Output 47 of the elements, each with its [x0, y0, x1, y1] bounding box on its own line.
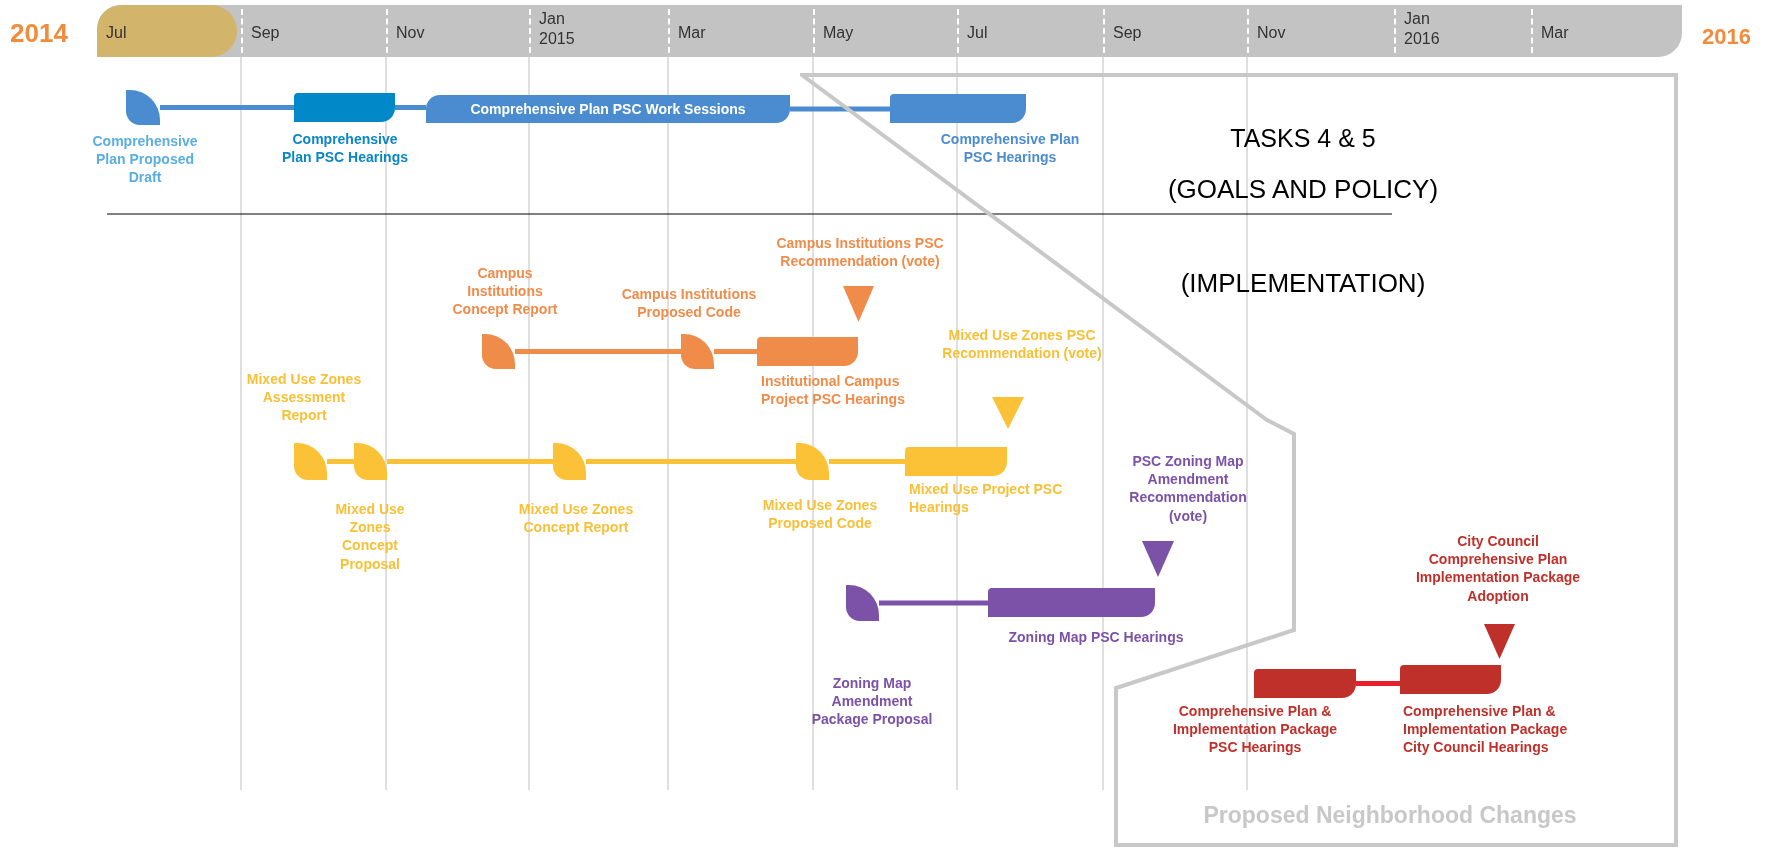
month-label: Jul	[106, 23, 128, 43]
connector-line	[829, 459, 905, 464]
milestone-label: City Council Comprehensive Plan Implementation Package Adoption	[1414, 532, 1582, 605]
milestone-label: Zoning Map PSC Hearings	[1007, 628, 1185, 647]
month-label: Jan 2015	[539, 9, 576, 49]
month-label: Mar	[1541, 23, 1570, 43]
connector-line	[1356, 681, 1400, 686]
month-label: May	[823, 23, 855, 43]
year-label: 2014	[10, 17, 69, 50]
year-label: 2016	[1702, 23, 1752, 51]
milestone-label: Mixed Use Zones Proposed Code	[761, 496, 879, 533]
milestone-label: Mixed Use Zones Concept Report	[517, 500, 635, 537]
connector-line	[515, 349, 681, 354]
milestone-label: Campus Institutions PSC Recommendation (vote)	[775, 234, 945, 271]
milestone-label: Mixed Use Zones Assessment Report	[245, 370, 363, 425]
milestone-label: Comprehensive Plan PSC Hearings	[939, 130, 1081, 167]
milestone-label: Comprehensive Plan & Implementation Package City Council Hearings	[1403, 702, 1569, 757]
milestone-label: Institutional Campus Project PSC Hearings	[761, 372, 906, 409]
bar-label: Comprehensive Plan PSC Work Sessions	[470, 99, 746, 119]
month-label: Jul	[967, 23, 989, 43]
section-heading: TASKS 4 & 5	[1229, 123, 1377, 154]
month-label: Sep	[251, 23, 281, 43]
milestone-label: Comprehensive Plan PSC Hearings	[280, 130, 409, 167]
connector-line	[790, 106, 890, 112]
month-label: Mar	[678, 23, 707, 43]
milestone-label: Comprehensive Plan Proposed Draft	[91, 132, 199, 187]
milestone-label: Mixed Use Zones PSC Recommendation (vote)	[942, 326, 1102, 363]
section-heading: (GOALS AND POLICY)	[1166, 173, 1440, 206]
connector-line	[160, 105, 294, 110]
section-heading: (IMPLEMENTATION)	[1179, 267, 1427, 300]
month-label: Nov	[1257, 23, 1287, 43]
month-label: Jan 2016	[1404, 9, 1441, 49]
milestone-label: Campus Institutions Concept Report	[451, 264, 559, 319]
connector-line	[387, 459, 553, 464]
connector-line	[586, 459, 796, 464]
milestone-label: Comprehensive Plan & Implementation Package PSC Hearings	[1171, 702, 1339, 757]
milestone-label: Campus Institutions Proposed Code	[620, 285, 758, 322]
milestone-label: PSC Zoning Map Amendment Recommendation (vote)	[1128, 452, 1248, 525]
month-label: Sep	[1113, 23, 1143, 43]
connector-line	[879, 600, 988, 606]
milestone-label: Zoning Map Amendment Package Proposal	[810, 674, 934, 729]
month-label: Nov	[396, 23, 426, 43]
connector-line	[327, 459, 354, 464]
connector-line	[395, 105, 426, 110]
milestone-label: Mixed Use Project PSC Hearings	[909, 480, 1064, 517]
milestone-label: Mixed Use Zones Concept Proposal	[334, 500, 406, 573]
connector-line	[714, 349, 757, 354]
